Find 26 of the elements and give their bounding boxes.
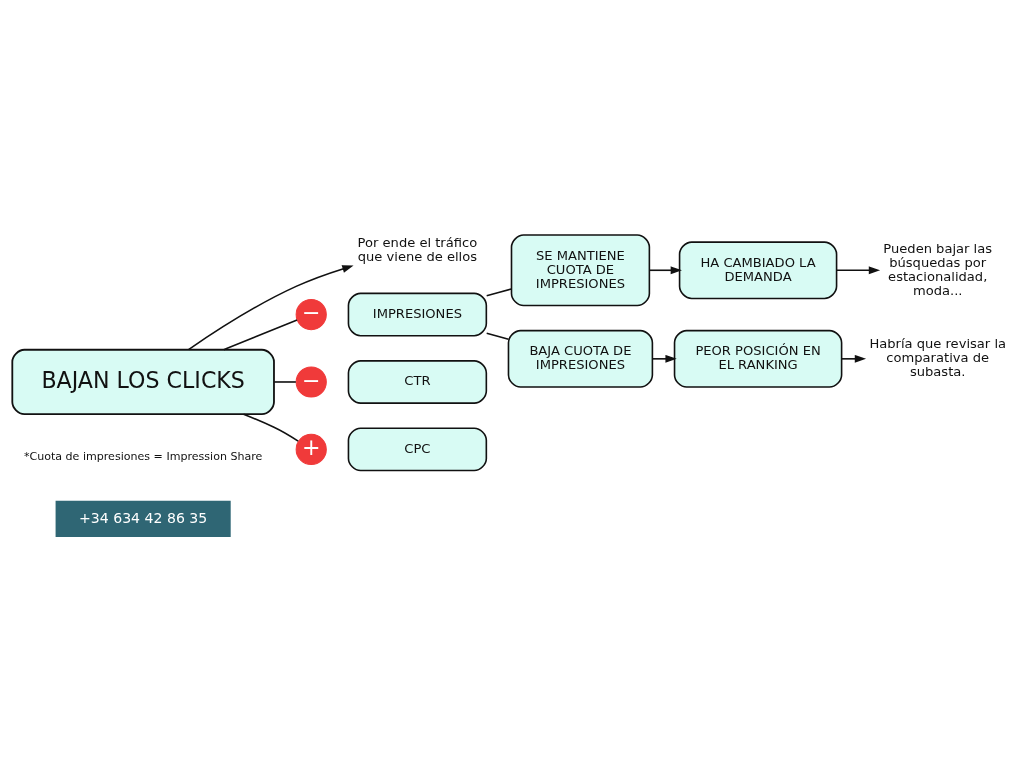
label: *Cuota de impresiones = Impression Share <box>23 449 263 463</box>
node-box: BAJAN LOS CLICKS <box>11 348 275 415</box>
node-box: PEOR POSICIÓN EN EL RANKING <box>673 329 843 388</box>
connector <box>485 287 513 297</box>
node-box: BAJA CUOTA DE IMPRESIONES <box>507 329 654 388</box>
node-box: IMPRESIONES <box>347 292 488 336</box>
node-circle: − <box>295 365 327 398</box>
node-text: Habría que revisar la comparativa de subasta. <box>869 335 1007 379</box>
node-text: Pueden bajar las búsquedas por estacionalidad, moda... <box>883 240 993 298</box>
arrow <box>840 354 867 363</box>
connector <box>242 412 299 442</box>
label: +34 634 42 86 35 <box>79 509 208 526</box>
node-box: SE MANTIENE CUOTA DE IMPRESIONES <box>510 233 651 306</box>
connector <box>485 332 510 340</box>
arrow <box>651 354 677 363</box>
node-circle: + <box>295 433 327 465</box>
connector <box>222 318 298 350</box>
arrow <box>835 265 881 274</box>
node-box: HA CAMBIADO LA DEMANDA <box>678 240 838 299</box>
arrow <box>187 264 354 350</box>
node-circle: − <box>295 298 327 330</box>
node-box: CPC <box>347 426 488 471</box>
arrow <box>649 265 682 274</box>
node-text: Por ende el tráfico que viene de ellos <box>357 234 478 264</box>
node-box: CTR <box>347 359 488 404</box>
connector <box>273 380 297 383</box>
